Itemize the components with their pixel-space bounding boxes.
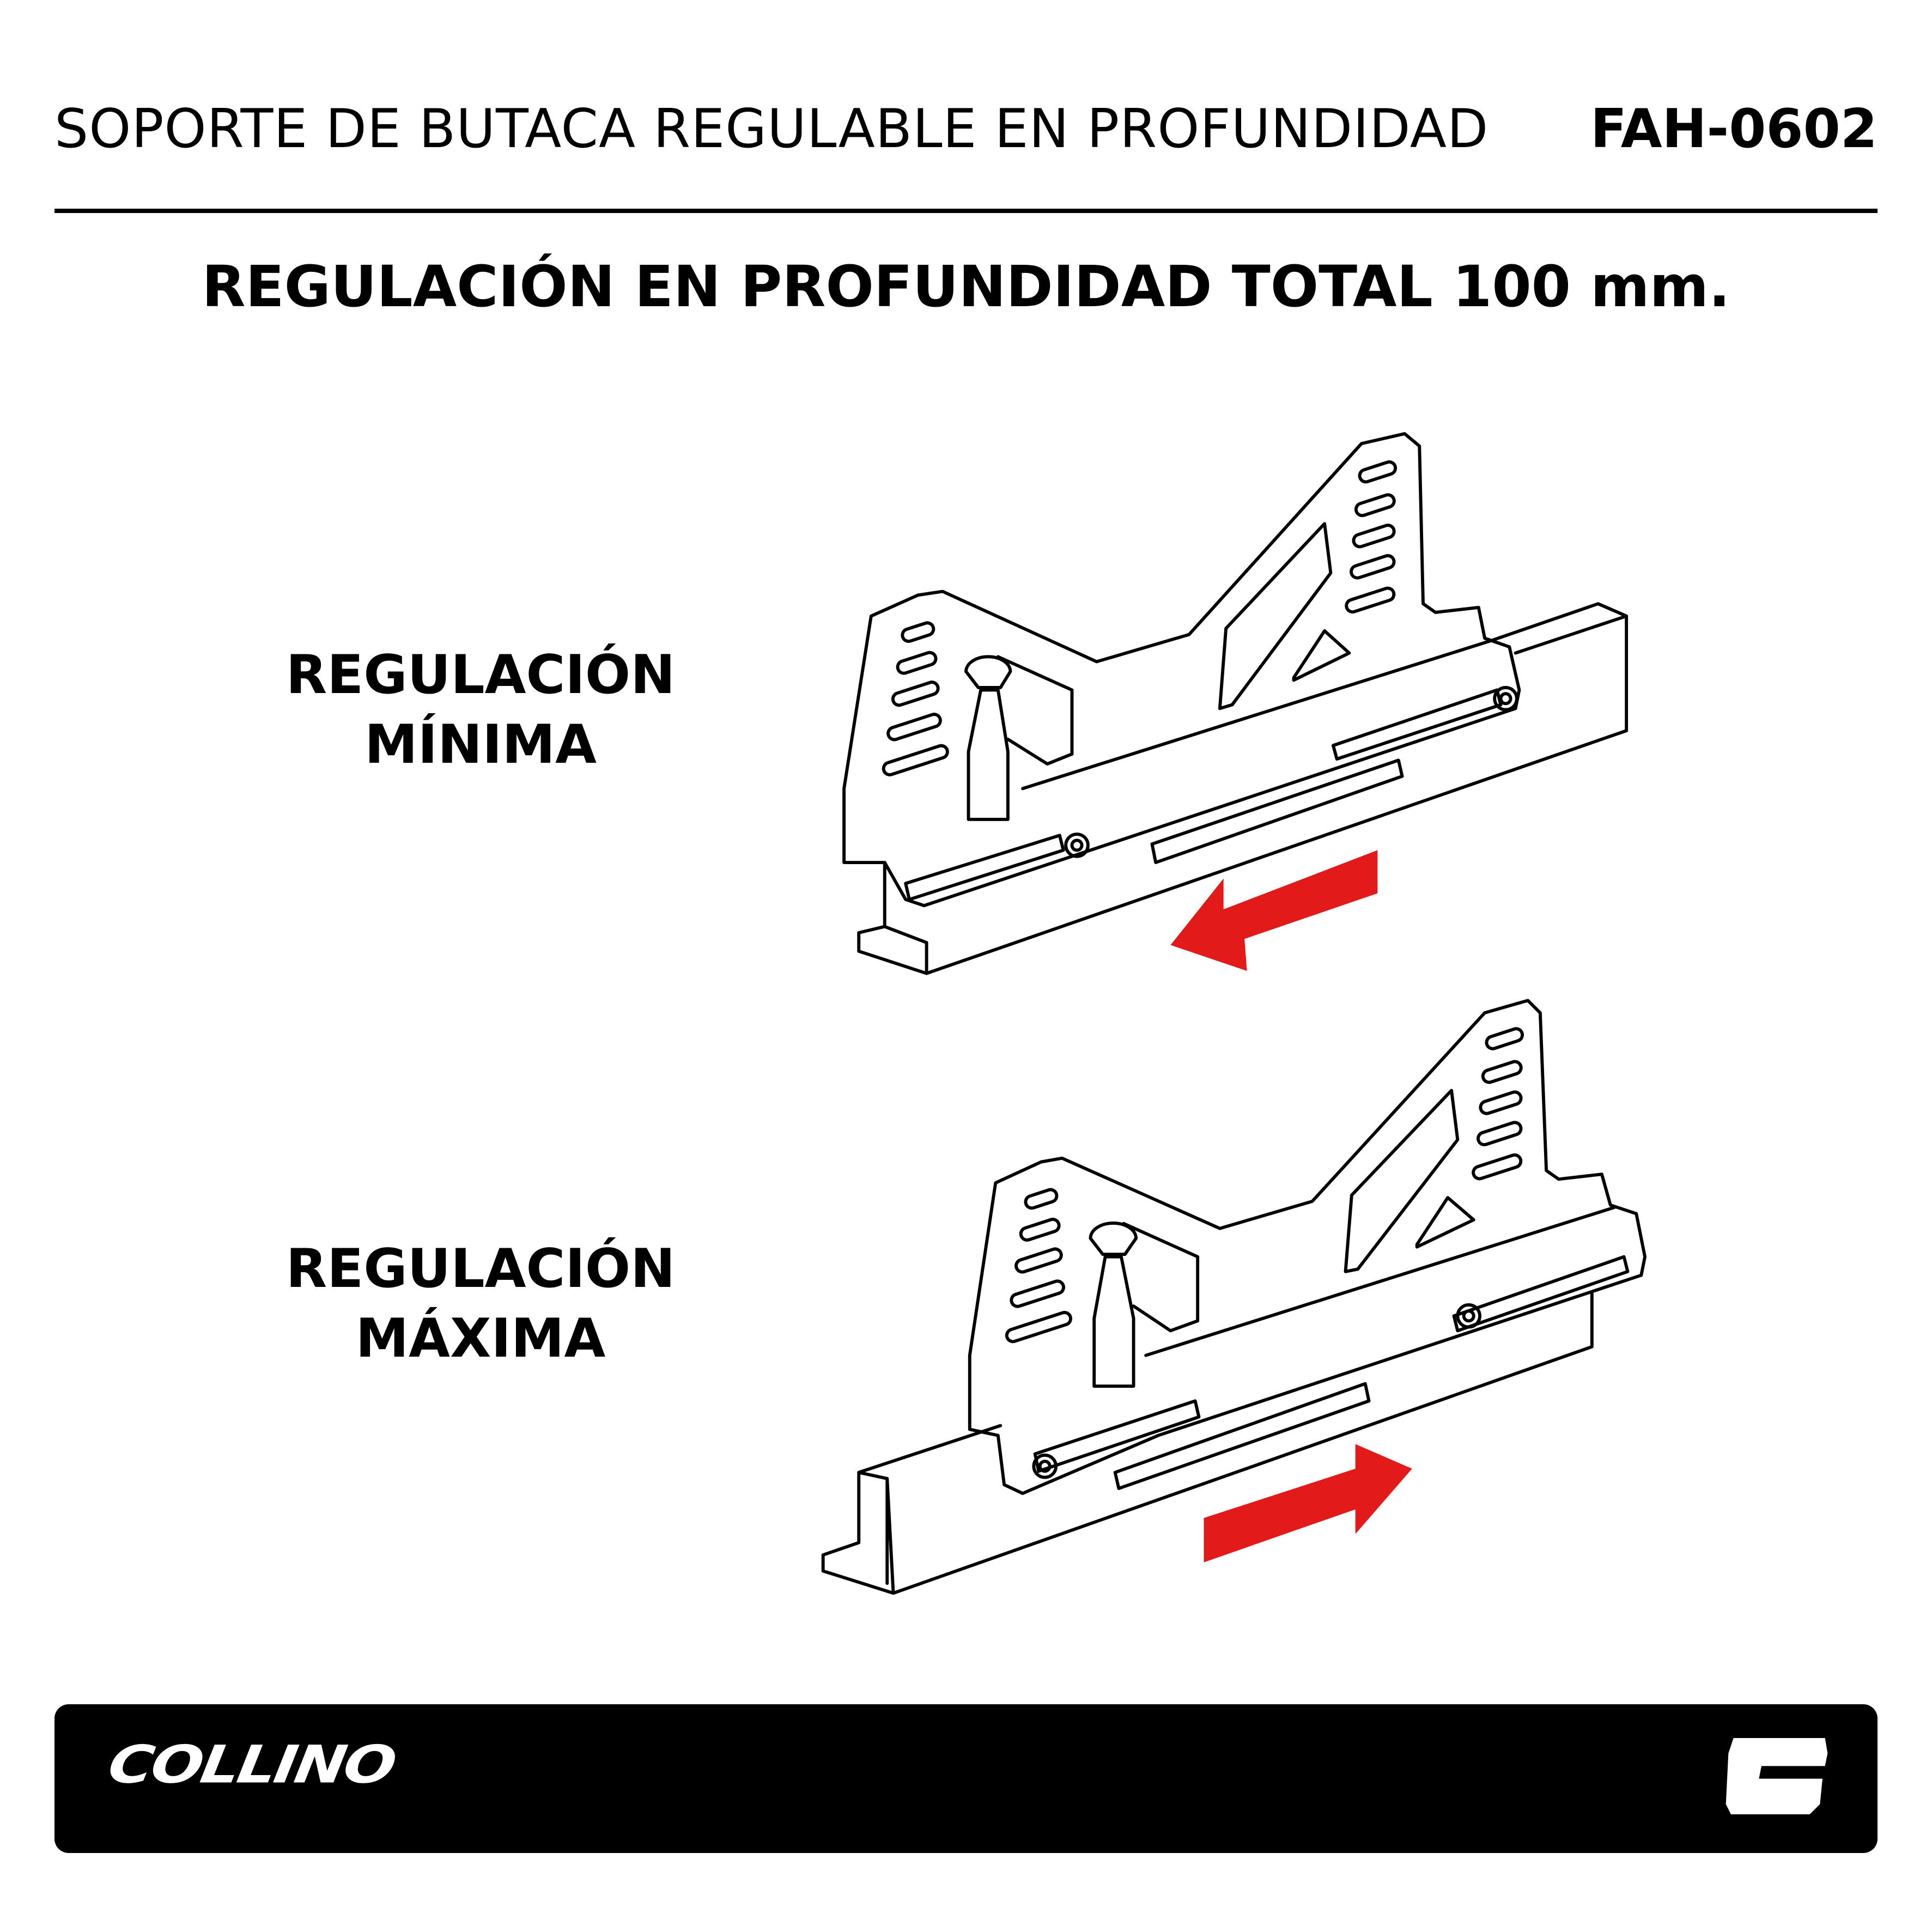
triangle-cutout [1292, 629, 1351, 682]
rail [857, 602, 1629, 975]
bolt [1493, 685, 1518, 712]
slot [1331, 688, 1503, 761]
subtitle: REGULACIÓN EN PROFUNDIDAD TOTAL 100 mm. [202, 253, 1730, 320]
seat-bracket-maximum [821, 999, 1647, 1595]
seat-rail-edge [1144, 1206, 1616, 1357]
bracket-plate [968, 999, 1647, 1495]
triangle-cutout [1415, 1196, 1475, 1249]
bolt [1456, 1303, 1481, 1329]
seat-rail-edge [1021, 639, 1493, 791]
triangle-cutout [1218, 522, 1333, 710]
bracket-plate [842, 432, 1521, 908]
slot [1113, 1382, 1371, 1490]
product-code: FAH-0602 [1590, 98, 1878, 160]
slot [1033, 1399, 1201, 1473]
slot [904, 834, 1065, 901]
brand-c-icon [1726, 1738, 1828, 1814]
label-line2: MÍNIMA [364, 714, 597, 776]
slot [1150, 758, 1404, 864]
label-maximum-adjustment: REGULACIÓN MÁXIMA [208, 1234, 753, 1374]
mounting-slots [1005, 1027, 1524, 1344]
mounting-slots [882, 460, 1398, 776]
label-line1: REGULACIÓN [285, 644, 676, 706]
footer-bar: COLLINO [54, 1704, 1878, 1853]
arrow-forward [1204, 1444, 1412, 1563]
brand-logo: COLLINO [104, 1734, 399, 1795]
label-minimum-adjustment: REGULACIÓN MÍNIMA [208, 640, 753, 780]
bolt [1032, 1453, 1058, 1479]
triangle-cutout [1344, 1089, 1460, 1273]
seat-bracket-minimum [842, 432, 1629, 975]
slot [1452, 1255, 1630, 1333]
arrow-backward [1170, 850, 1378, 971]
label-line1: REGULACIÓN [285, 1238, 676, 1300]
page-title: SOPORTE DE BUTACA REGULABLE EN PROFUNDID… [54, 98, 1489, 160]
locking-pin [1089, 1222, 1200, 1388]
label-line2: MÁXIMA [355, 1308, 606, 1370]
locking-pin [964, 655, 1074, 821]
bolt [1064, 833, 1090, 858]
rail [821, 1292, 1594, 1595]
header-divider [54, 209, 1878, 213]
